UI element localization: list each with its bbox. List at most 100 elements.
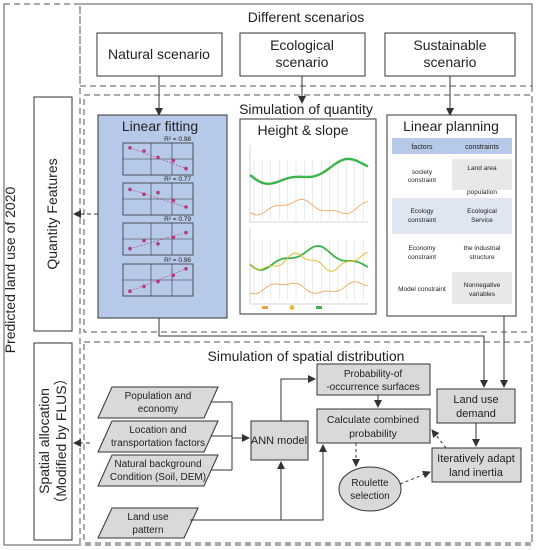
fitting-dot-3-0	[128, 289, 132, 294]
fitting-dot-0-1	[142, 149, 146, 153]
fitting-dot-2-3	[171, 235, 176, 240]
planning-constraint-industrial-2: structure	[469, 254, 495, 261]
arrow-inertia-to-combined	[431, 429, 447, 449]
land-inertia-label-1: Iteratively adapt	[437, 453, 515, 465]
scenarios-title: Different scenarios	[248, 9, 364, 25]
roulette-label-1: Roulette	[351, 478, 389, 489]
linear-fitting-title: Linear fitting	[122, 118, 198, 134]
quantity-features-box	[33, 96, 73, 332]
land-use-demand-label-2: demand	[456, 408, 496, 420]
fitting-dot-2-0	[128, 246, 132, 251]
land-use-pattern-label-1: Land use	[127, 512, 169, 523]
natural-scenario-label: Natural scenario	[108, 46, 210, 62]
planning-constraint-nonneg-2: variables	[469, 291, 496, 298]
natural-scenario-box	[96, 32, 223, 77]
population-economy-label-2: economy	[138, 404, 179, 415]
linear-planning-title: Linear planning	[403, 118, 499, 134]
fitting-dot-2-1	[142, 238, 146, 243]
land-use-pattern-label-2: pattern	[132, 525, 163, 536]
planning-row-bg-2	[392, 198, 512, 234]
land-use-demand-node	[436, 388, 516, 424]
fitting-dot-1-3	[171, 198, 176, 203]
planning-constraint-landarea: Land area	[467, 165, 497, 172]
location-transport-node	[97, 420, 219, 453]
hs-bottom-orange-series	[249, 281, 369, 295]
sustainable-scenario-label-1: Sustainable	[413, 37, 486, 53]
fitting-r2-label-1: R² = 0.77	[164, 176, 191, 183]
hs-legend-swatch-1	[262, 306, 268, 309]
hs-legend-swatch-3	[316, 306, 322, 309]
spatial-allocation-label: Spatial allocation	[36, 388, 52, 494]
location-transport-label-1: Location and	[129, 425, 186, 436]
fitting-dot-1-0	[128, 187, 132, 192]
ann-model-label: ANN model	[251, 435, 307, 447]
predicted-land-use-label: Predicted land use of 2020	[2, 187, 18, 354]
land-inertia-label-2: land inertia	[449, 467, 504, 479]
fitting-trendline-2	[129, 232, 187, 249]
spatial-allocation-box	[33, 342, 73, 541]
fitting-trendline-1	[129, 189, 187, 208]
probability-label-1: Probability-of	[344, 369, 403, 380]
hs-top-orange-series	[249, 198, 369, 216]
planning-constraint-ecological-1: Ecological	[467, 208, 497, 215]
planning-constraint-ecological-2: Service	[471, 217, 493, 224]
population-economy-node	[97, 386, 219, 419]
population-economy-label-1: Population and	[125, 391, 192, 402]
fitting-r2-label-2: R² = 0.79	[164, 216, 191, 223]
planning-row-bg-3	[452, 272, 512, 304]
connector-fitting-to-demand	[158, 318, 488, 388]
planning-factor-society-2: constraint	[408, 177, 436, 184]
fitting-dot-0-4	[184, 166, 188, 171]
combined-probability-label-2: probability	[349, 428, 398, 440]
planning-header-factors: factors	[411, 144, 433, 151]
roulette-selection-node	[338, 466, 402, 512]
fitting-dot-3-4	[184, 267, 188, 271]
arrow-ann-to-probability	[280, 375, 316, 421]
spatial-title: Simulation of spatial distribution	[208, 348, 405, 364]
hs-bottom-yellow-series	[249, 252, 369, 272]
ecological-scenario-box	[239, 32, 366, 77]
height-slope-title: Height & slope	[257, 122, 348, 138]
roulette-label-2: selection	[350, 491, 389, 502]
natural-background-label-2: Condition (Soil, DEM)	[110, 472, 206, 483]
probability-node	[316, 363, 431, 396]
planning-constraint-population: population	[467, 189, 497, 196]
fitting-r2-label-0: R² = 0.98	[164, 136, 191, 143]
fitting-dot-3-3	[171, 273, 176, 278]
fitting-dot-1-1	[142, 192, 146, 196]
hs-top-green-series	[249, 157, 369, 186]
planning-factor-ecology-1: Ecology	[410, 208, 434, 215]
planning-header-bg	[392, 138, 512, 154]
left-column-frame	[3, 3, 81, 546]
land-inertia-node	[431, 447, 522, 483]
planning-factor-economy-1: Economy	[408, 245, 436, 252]
fitting-dot-1-2	[156, 190, 160, 195]
planning-constraint-industrial-1: the industrial	[464, 245, 501, 252]
hs-legend-swatch-2	[289, 305, 295, 310]
planning-factor-society-1: society	[412, 169, 433, 176]
ann-model-node	[250, 420, 309, 461]
planning-row-bg-1	[452, 159, 512, 190]
location-transport-label-2: transportation factors	[111, 438, 205, 449]
natural-background-label-1: Natural background	[114, 459, 201, 470]
fitting-trendline-3	[129, 268, 187, 292]
fitting-dot-0-3	[171, 158, 176, 163]
arrow-landuse-pattern-to-combined	[190, 444, 327, 521]
land-use-demand-label-1: Land use	[453, 394, 498, 406]
planning-constraint-nonneg-1: Nonnegative	[464, 282, 501, 289]
fitting-dot-2-2	[156, 242, 160, 246]
combined-probability-label-1: Calculate combined	[327, 414, 419, 426]
planning-factor-economy-2: constraint	[408, 254, 436, 261]
height-slope-panel	[239, 118, 377, 315]
ecological-scenario-label-1: Ecological	[270, 37, 334, 53]
combined-probability-node	[316, 408, 431, 444]
land-use-pattern-node	[97, 507, 199, 539]
fitting-dot-1-4	[184, 205, 188, 209]
fitting-dot-0-0	[128, 146, 132, 150]
ecological-scenario-label-2: scenario	[276, 54, 329, 70]
probability-label-2: -occurrence surfaces	[326, 382, 419, 393]
planning-factor-ecology-2: constraint	[408, 217, 436, 224]
modified-by-flus-label: （Modified by FLUS）	[53, 371, 69, 510]
